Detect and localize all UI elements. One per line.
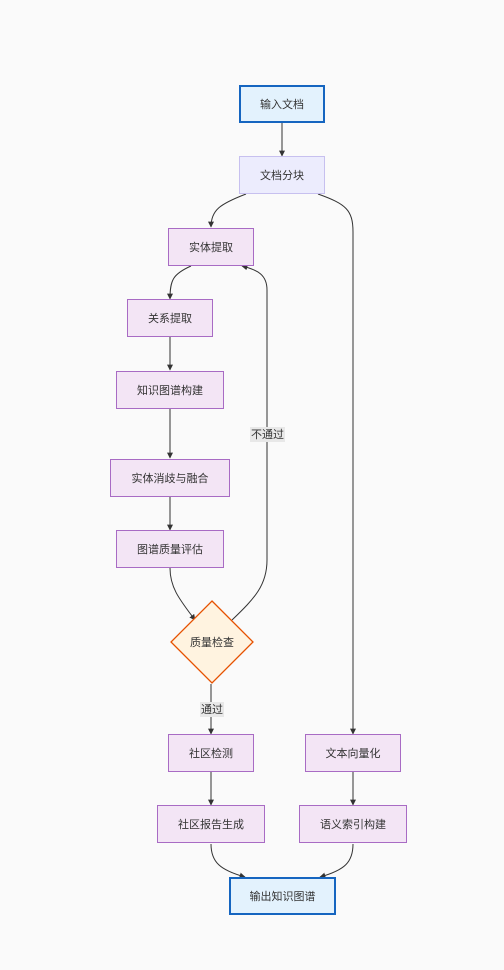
node-semantic-index: 语义索引构建 [299,805,407,843]
node-kg-construction: 知识图谱构建 [116,371,224,409]
node-doc-chunking: 文档分块 [239,156,325,194]
edge-entity-to-relation [167,265,192,300]
node-output-kg: 输出知识图谱 [229,877,336,915]
quality-check-label: 质量检查 [190,636,234,649]
edge-chunking-to-entity [208,193,247,228]
node-community-detection: 社区检测 [168,734,254,772]
node-entity-disambiguation: 实体消歧与融合 [110,459,230,497]
edge-label-pass: 通过 [200,702,224,717]
edge-report-to-output [210,843,246,879]
edge-chunking-to-vectorization [317,193,356,735]
node-input-docs: 输入文档 [239,85,325,123]
edge-label-fail: 不通过 [250,427,285,442]
node-community-report: 社区报告生成 [157,805,265,843]
node-quality-check: 质量检查 [170,600,254,684]
node-entity-extraction: 实体提取 [168,228,254,266]
edge-index-to-output [319,843,354,879]
node-graph-quality-eval: 图谱质量评估 [116,530,224,568]
node-relation-extraction: 关系提取 [127,299,213,337]
node-text-vectorization: 文本向量化 [305,734,401,772]
edge-eval-to-quality [169,567,196,621]
edge-quality-fail-to-entity [231,264,268,621]
